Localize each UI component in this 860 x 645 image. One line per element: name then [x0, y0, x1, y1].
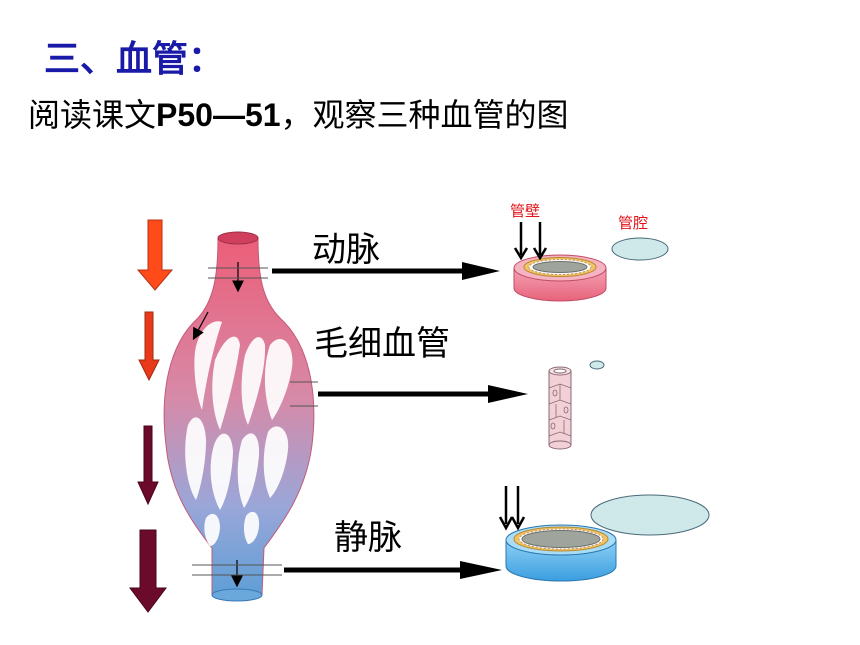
flow-arrow-3 [137, 425, 159, 506]
flow-arrow-2 [138, 311, 160, 382]
vein-wall-arrows [498, 486, 526, 531]
instruction-pages: P50—51 [156, 97, 281, 133]
instruction-suffix: ，观察三种血管的图 [280, 96, 569, 134]
lumen-label: 管腔 [618, 214, 649, 232]
capillary-lumen-bubble [589, 360, 605, 370]
vein-cross-section [498, 486, 710, 582]
artery-opening [217, 231, 259, 245]
vessel-network [163, 231, 318, 602]
vein-lumen-bubble [590, 494, 710, 536]
section-markers [192, 267, 318, 576]
capillary-tube [548, 360, 605, 450]
instruction-prefix: 阅读课文 [28, 96, 157, 134]
capillary-gaps [185, 321, 293, 546]
artery-lumen-bubble [611, 237, 669, 261]
flow-arrow-4 [129, 529, 167, 613]
wall-indicator-arrows [513, 222, 548, 261]
instruction-text: 阅读课文P50—51，观察三种血管的图 [28, 90, 569, 136]
artery-cross-section [513, 222, 669, 302]
flow-direction-arrows [129, 219, 174, 613]
artery-label: 动脉 [312, 230, 380, 270]
capillary-label: 毛细血管 [314, 324, 450, 364]
wall-label: 管壁 [510, 202, 541, 220]
vein-label: 静脉 [334, 518, 402, 558]
flow-arrow-1 [136, 219, 174, 291]
section-title: 三、血管： [44, 39, 225, 80]
pointer-arrows [272, 262, 528, 579]
